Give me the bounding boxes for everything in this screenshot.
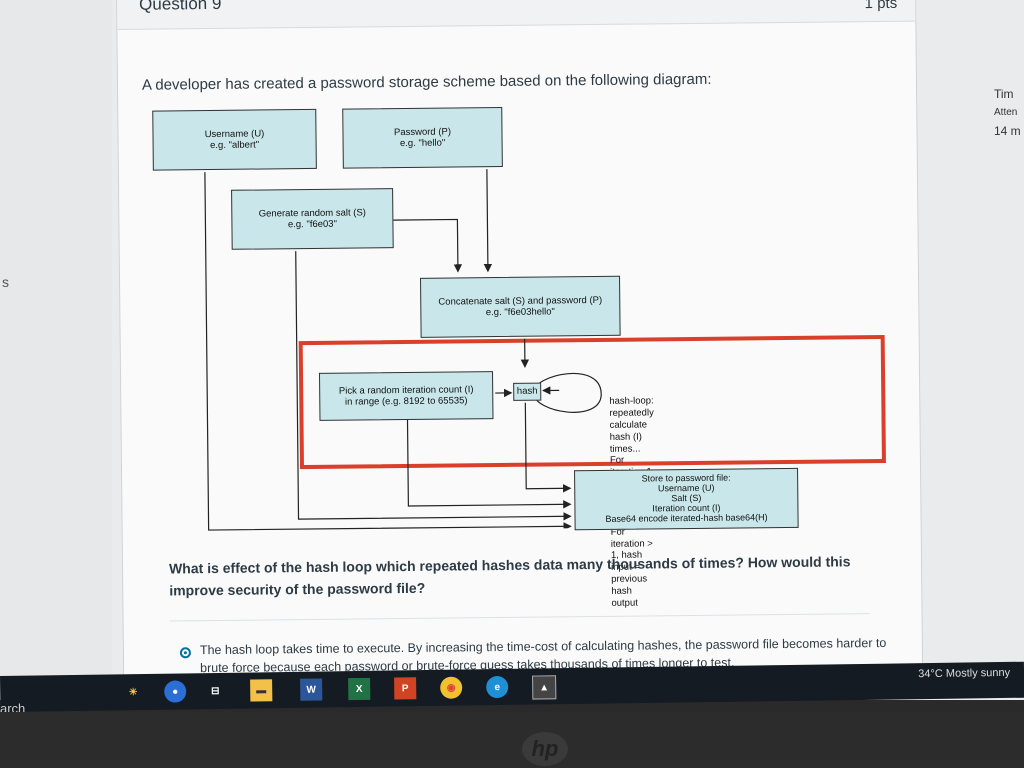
hash-label: hash (516, 385, 538, 398)
left-gutter (0, 0, 112, 700)
timer-sidebar: Tim Atten 14 m (994, 84, 1021, 142)
minutes-remaining: 14 m (994, 124, 1021, 139)
timer-label: Tim (994, 87, 1014, 101)
iteration-line-2: in range (e.g. 8192 to 65535) (344, 395, 468, 408)
store-box: Store to password file: Username (U) Sal… (574, 467, 799, 531)
question-title: Question 9 (139, 0, 222, 14)
weather-status[interactable]: 34°C Mostly sunny (918, 666, 1011, 681)
hash-loop-connector (532, 372, 602, 413)
sun-icon: ☀ (128, 686, 138, 698)
concat-example: e.g. "f6e03hello" (485, 306, 555, 319)
question-intro: A developer has created a password stora… (141, 70, 712, 94)
screen: s Question 9 1 pts A developer has creat… (0, 0, 1024, 700)
answer-radio-selected[interactable] (179, 647, 191, 659)
username-example: e.g. "albert" (210, 139, 260, 152)
question-card: Question 9 1 pts A developer has created… (116, 0, 924, 694)
salt-example: e.g. "f6e03" (287, 218, 338, 231)
diagram-connectors (204, 169, 886, 531)
iteration-box: Pick a random iteration count (I) in ran… (318, 371, 494, 421)
attempt-label: Atten (994, 107, 1018, 119)
username-to-store-connector (204, 172, 572, 531)
powerpoint-icon[interactable]: P (394, 677, 417, 700)
salt-box: Generate random salt (S) e.g. "f6e03" (231, 188, 394, 250)
chrome-icon[interactable]: ◉ (440, 676, 463, 699)
question-prompt: What is effect of the hash loop which re… (168, 553, 851, 599)
edge-icon[interactable]: e (486, 675, 509, 699)
loop-note-line-2: repeatedly calculate hash (I) times... (609, 407, 654, 455)
iteration-to-store-connector (406, 419, 572, 509)
username-box: Username (U) e.g. "albert" (152, 108, 317, 171)
hash-box: hash (513, 382, 542, 401)
question-header: Question 9 1 pts (117, 0, 916, 30)
store-line-5: Base64 encode iterated-hash base64(H) (605, 512, 768, 524)
photos-icon[interactable]: ▲ (532, 675, 557, 700)
folder-icon[interactable]: ▬ (250, 679, 273, 702)
hp-logo: hp (522, 732, 568, 766)
concat-box: Concatenate salt (S) and password (P) e.… (420, 275, 621, 338)
salt-to-store-connector (295, 251, 572, 521)
hash-loop-highlight (298, 334, 886, 470)
task-view-icon[interactable]: ⊟ (210, 685, 220, 697)
file-explorer-icon[interactable]: ● (164, 680, 187, 703)
edge-label-s: s (2, 274, 9, 290)
hash-to-store-connector (524, 402, 572, 493)
loop-note-line-1: hash-loop: (609, 395, 654, 407)
excel-icon[interactable]: X (348, 677, 371, 701)
word-icon[interactable]: W (300, 678, 323, 701)
monitor-bezel: hp (0, 712, 1024, 768)
salt-to-concat-connector (393, 218, 463, 273)
password-example: e.g. "hello" (399, 137, 446, 150)
password-box: Password (P) e.g. "hello" (342, 106, 503, 169)
answer-divider (169, 613, 870, 622)
question-points: 1 pts (864, 0, 898, 13)
password-to-concat-connector (483, 169, 493, 273)
